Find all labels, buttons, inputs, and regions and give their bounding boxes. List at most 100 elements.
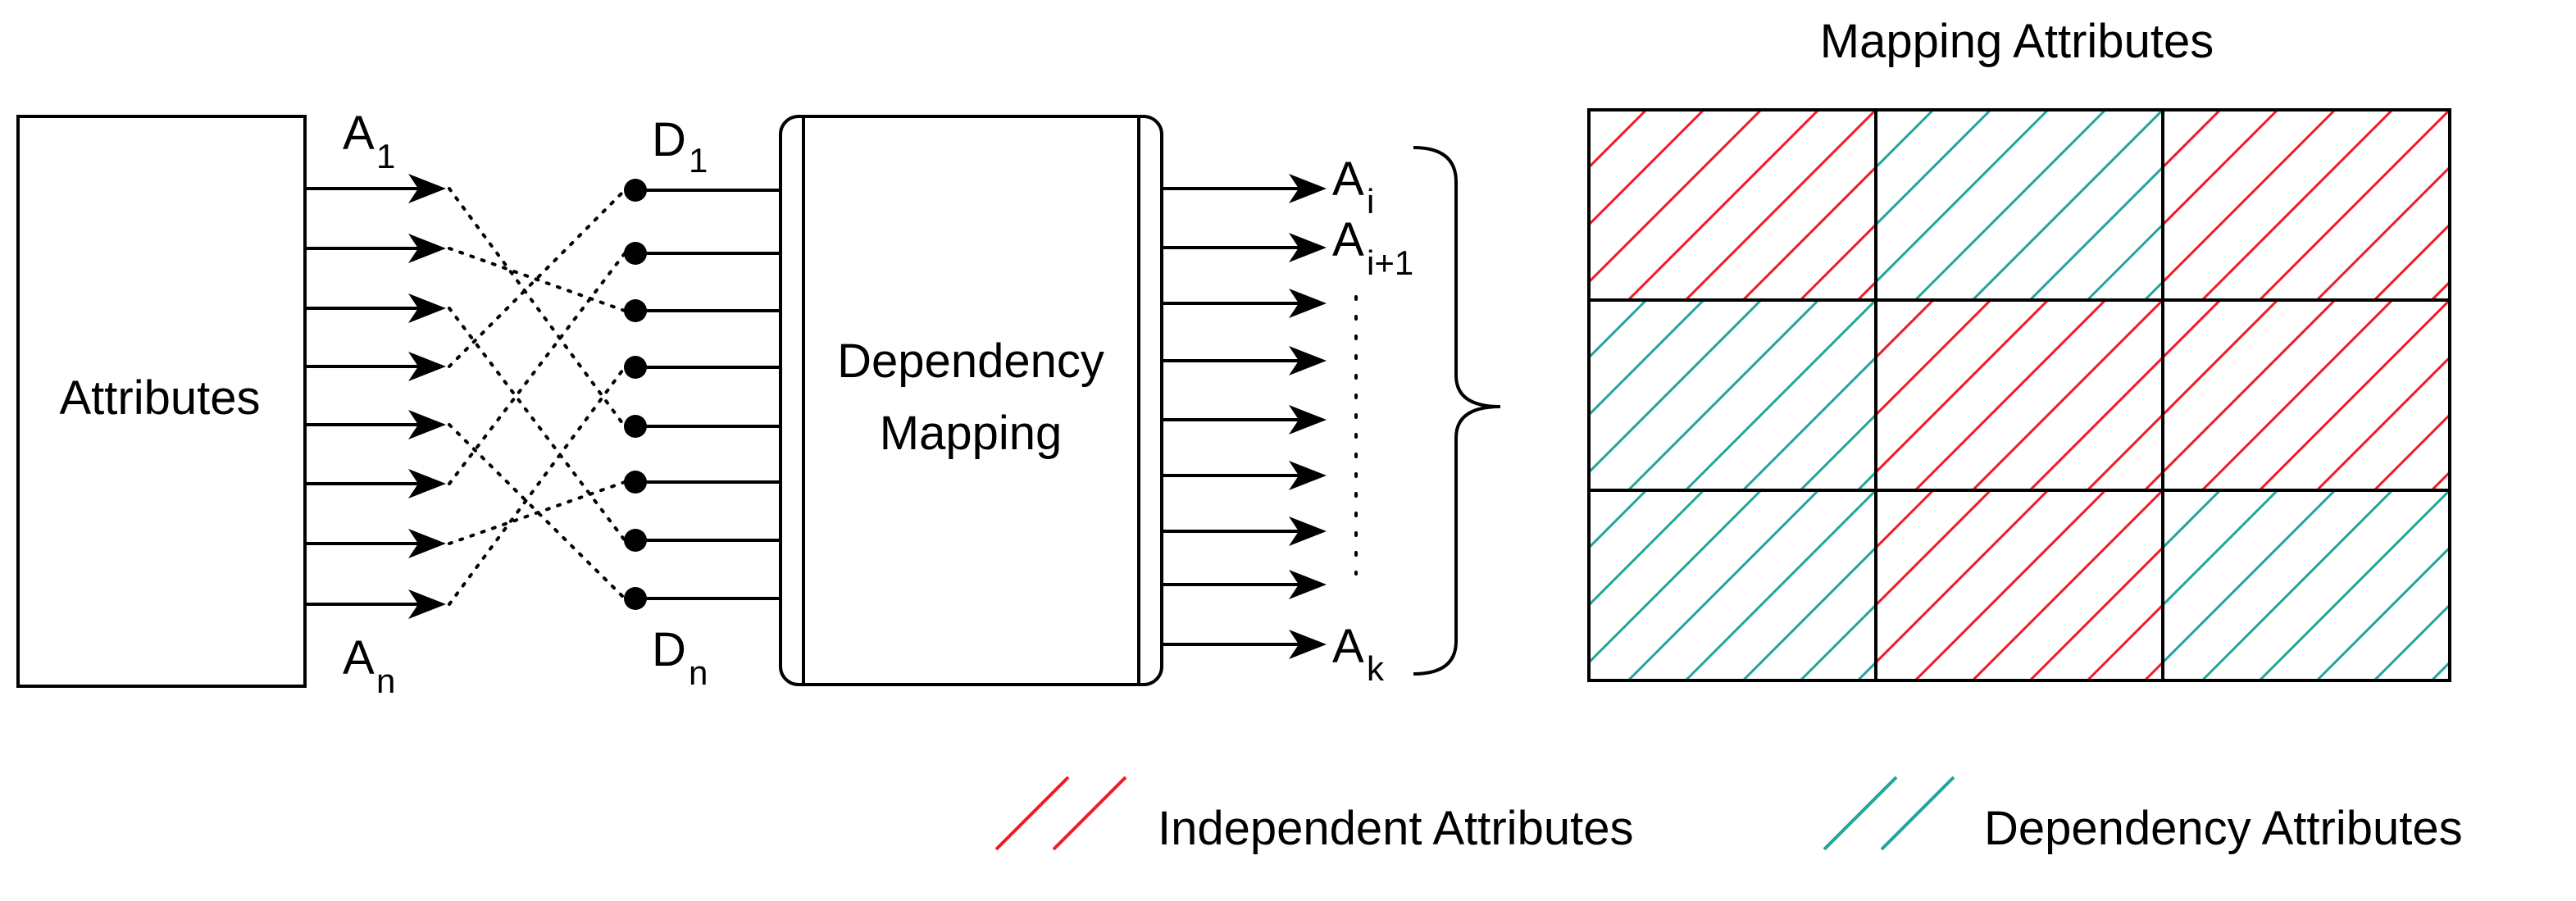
attributes-box: Attributes: [16, 115, 307, 688]
hatch-line: [1627, 110, 1820, 300]
output-label-i-plus-1: A i+1: [1332, 213, 1413, 282]
input-label-last-sub: n: [376, 662, 395, 700]
output-arrow-5-head: [1289, 405, 1327, 435]
hatch-line: [1876, 300, 1935, 360]
output-label-k-sub: k: [1367, 649, 1385, 688]
output-arrow-7-head: [1289, 516, 1327, 546]
hatch-line: [1876, 110, 1935, 170]
output-arrow-8-head: [1289, 570, 1327, 599]
hatch-line: [2546, 110, 2576, 300]
hatch-line: [2546, 300, 2576, 490]
hatch-line: [1741, 545, 1876, 680]
hatch-line: [1741, 165, 1876, 300]
hatch-line: [2489, 110, 2576, 300]
hatch-line: [2489, 300, 2576, 490]
hatch-line: [2258, 300, 2450, 490]
hatch-line: [2315, 545, 2450, 680]
hatch-line: [1627, 300, 1820, 490]
output-arrow-9-head: [1289, 630, 1327, 659]
hatch-line: [2546, 300, 2576, 490]
hatch-line: [2086, 412, 2163, 490]
legend-hatch-line: [994, 776, 1070, 851]
hatch-line: [2373, 222, 2450, 300]
node-label-first-sub: 1: [689, 141, 708, 180]
hatch-line: [2163, 300, 2222, 360]
hatch-line: [2163, 110, 2337, 284]
hatch-line: [1876, 490, 1935, 550]
grid-cell-1-3-independent: [2163, 110, 2576, 300]
output-arrow-9: [1162, 630, 1327, 659]
hatch-line: [1876, 300, 1992, 417]
hatch-line: [2489, 490, 2576, 680]
node-label-first: D 1: [652, 113, 708, 180]
node-label-first-main: D: [652, 113, 686, 166]
hatch-line: [2373, 412, 2450, 490]
hatch-line: [2430, 470, 2450, 490]
grid-cell-1-1-independent: [1589, 110, 1876, 300]
input-arrow-1: [305, 174, 446, 203]
hatch-line: [2432, 490, 2576, 680]
hatch-line: [2163, 110, 2279, 227]
hatch-line: [2201, 300, 2394, 490]
hatch-line: [2163, 110, 2222, 170]
output-arrow-6: [1162, 461, 1327, 490]
hatch-line: [2546, 490, 2576, 680]
hatch-line: [1589, 300, 1648, 360]
node-label-last-sub: n: [689, 653, 708, 692]
output-arrows: [1162, 174, 1327, 659]
hatch-line: [1876, 110, 2050, 284]
dependency-nodes: [624, 179, 781, 610]
output-arrow-8: [1162, 570, 1327, 599]
dotted-connector-1: [448, 187, 626, 428]
legend-hatch-line: [1880, 776, 1955, 851]
output-label-i1-main: A: [1332, 213, 1364, 266]
hatch-line: [1971, 300, 2163, 490]
dependency-node-4: [624, 356, 647, 379]
input-arrow-7: [305, 529, 446, 558]
input-arrow-6: [305, 469, 446, 498]
hatch-line: [1589, 300, 1705, 417]
input-arrow-1-head: [408, 174, 446, 203]
hatch-line: [1741, 355, 1876, 490]
hatch-line: [1589, 490, 1763, 665]
hatch-line: [2163, 490, 2279, 607]
dependency-node-5: [624, 415, 647, 438]
hatch-line: [1914, 110, 2107, 300]
hatch-line: [2489, 300, 2576, 490]
output-arrow-3: [1162, 289, 1327, 318]
input-label-first-sub: 1: [376, 137, 395, 175]
hatch-line: [1589, 490, 1648, 550]
hatch-line: [2315, 355, 2450, 490]
output-arrow-7: [1162, 516, 1327, 546]
hatch-line: [2028, 545, 2163, 680]
hatch-line: [2028, 165, 2163, 300]
hatch-line: [1589, 490, 1705, 607]
dotted-connector-7: [448, 480, 626, 545]
dotted-connector-8: [448, 366, 626, 606]
grid-lines: [1587, 108, 2451, 682]
grid-cell-3-1-dependency: [1589, 490, 1876, 680]
input-arrow-2: [305, 234, 446, 263]
input-arrow-6-head: [408, 469, 446, 498]
input-label-first: A 1: [343, 107, 395, 175]
dependency-node-1: [624, 179, 647, 202]
dependency-node-7: [624, 529, 647, 552]
output-label-i1-sub: i+1: [1367, 243, 1413, 282]
dotted-connectors: [448, 187, 626, 606]
input-arrow-5: [305, 410, 446, 439]
legend-swatch-dependency: [1823, 776, 1955, 851]
hatch-line: [1971, 110, 2163, 300]
hatch-line: [2163, 490, 2222, 550]
output-arrow-2-head: [1289, 233, 1327, 262]
hatch-line: [1627, 490, 1820, 680]
output-arrow-4-head: [1289, 346, 1327, 375]
output-label-i-sub: i: [1367, 182, 1374, 221]
input-arrow-4-head: [408, 352, 446, 381]
mapping-attributes-grid: [1589, 110, 2576, 680]
input-arrow-3-head: [408, 294, 446, 323]
dependency-mapping-box: Dependency Mapping: [779, 115, 1163, 686]
hatch-line: [1876, 490, 1992, 607]
grid-cell-3-2-independent: [1876, 490, 2576, 680]
grid-cell-2-3-independent: [2163, 300, 2576, 490]
